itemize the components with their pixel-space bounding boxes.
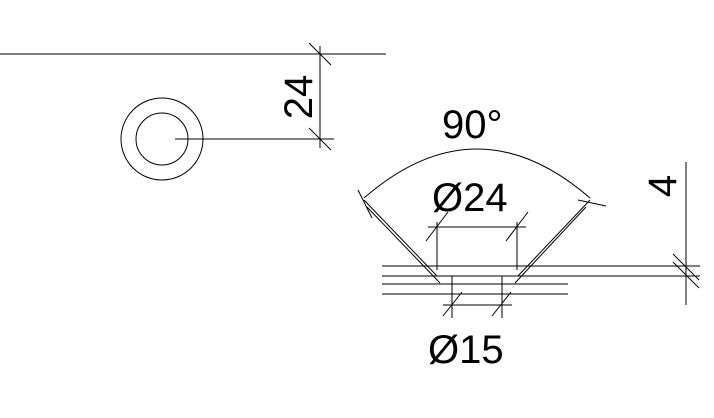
countersink-diameter-label: Ø24 <box>432 176 508 220</box>
thickness-tick-top <box>672 253 700 281</box>
thickness-tick-bottom <box>672 261 700 289</box>
angle-arc <box>363 148 591 199</box>
angle-dimension-label: 90° <box>442 103 503 147</box>
offset-dimension-label: 24 <box>277 75 321 120</box>
countersink-right-edge-inner <box>514 206 587 284</box>
offset-tick-top <box>308 42 332 66</box>
countersink-section-view: 90° Ø24 4 Ø15 <box>357 103 700 372</box>
offset-tick-bottom <box>308 127 332 151</box>
angle-tick-right <box>577 199 607 207</box>
hole-diameter-label: Ø15 <box>428 328 504 372</box>
thickness-dimension-label: 4 <box>641 175 685 197</box>
csk-dia-tick-left <box>425 211 449 242</box>
hole-dia-tick-right <box>491 291 512 317</box>
angle-tick-left <box>357 189 373 219</box>
hole-dia-tick-left <box>442 291 463 317</box>
countersink-left-edge-inner <box>366 206 441 284</box>
hole-plan-view: 24 <box>0 42 386 181</box>
countersink-right-edge <box>517 199 591 277</box>
csk-dia-tick-right <box>505 211 529 242</box>
countersink-left-edge <box>363 199 438 277</box>
